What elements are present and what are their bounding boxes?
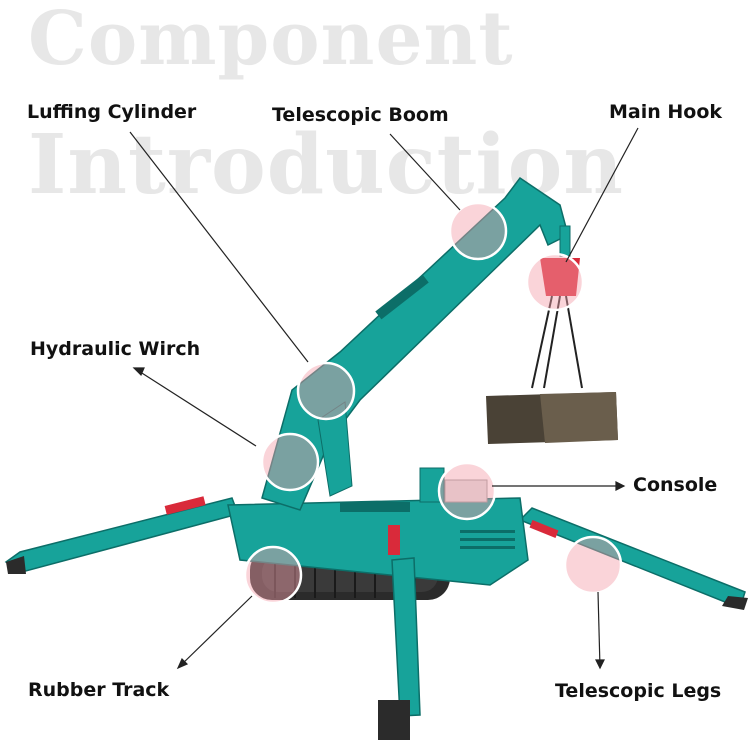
leader-rubber-track [177,595,253,669]
label-console: Console [633,474,718,496]
main-hook [531,225,583,389]
highlight-telescopic-legs [563,535,623,595]
leader-telescopic-boom [389,133,461,211]
leader-telescopic-legs [597,591,601,669]
label-main-hook: Main Hook [609,101,723,123]
background-title-line1: Component [28,0,514,82]
left-outrigger-leg [4,496,239,574]
label-hydraulic-winch: Hydraulic Wirch [30,338,201,360]
front-outrigger-leg [378,525,421,740]
leader-hydraulic-winch [133,367,257,447]
crane-body [227,467,529,586]
highlight-luffing-cylinder [296,361,356,421]
leader-main-hook [565,127,639,263]
leader-luffing-cylinder [129,131,309,363]
highlight-telescopic-boom [448,201,508,261]
right-outrigger-leg [518,507,748,610]
label-luffing-cylinder: Luffing Cylinder [27,101,197,123]
highlight-rubber-track [243,545,303,605]
label-telescopic-legs: Telescopic Legs [555,680,722,702]
label-telescopic-boom: Telescopic Boom [272,104,449,126]
label-rubber-track: Rubber Track [28,679,170,701]
suspended-load [486,392,618,444]
highlight-main-hook [525,252,585,312]
highlight-console [437,461,497,521]
highlight-hydraulic-winch [260,432,320,492]
